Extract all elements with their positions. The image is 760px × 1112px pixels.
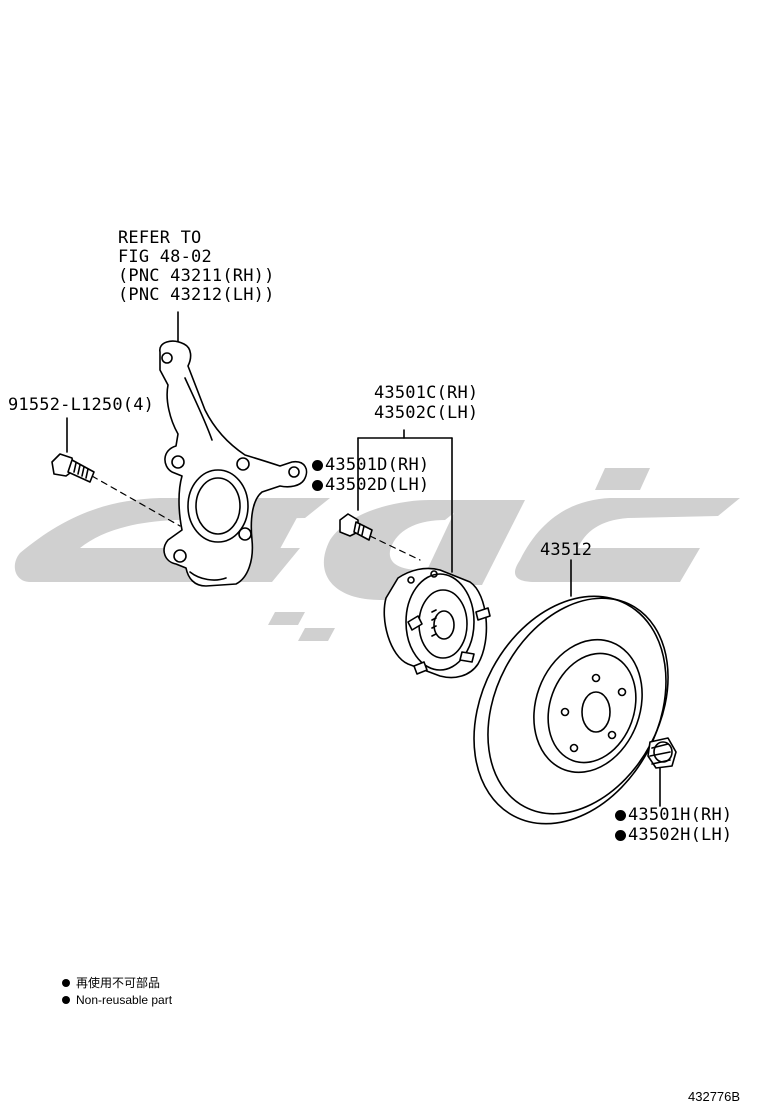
legend-en: Non-reusable part [62,993,172,1007]
legend-jp: 再使用不可部品 [62,976,160,990]
refer-line3: (PNC 43211(RH)) [118,266,275,286]
bolt-part-number: 91552-L1250(4) [8,395,155,415]
figure-id: 432776B [688,1089,741,1104]
bolt-icon [51,453,95,483]
hub-part-number-rh: 43501C(RH) [374,383,479,403]
disc-part-number: 43512 [540,540,593,560]
non-reusable-dot-icon [615,810,626,821]
brake-disc-icon [473,595,669,825]
non-reusable-dot-icon [615,830,626,841]
refer-line4: (PNC 43212(LH)) [118,285,275,305]
stud-lh-text: 43502D(LH) [325,475,430,495]
nut-lh-text: 43502H(LH) [628,825,733,845]
leader-lines [66,311,661,807]
legend-dot-icon [62,996,70,1004]
refer-line1: REFER TO [118,228,202,248]
refer-label: REFER TO FIG 48-02 (PNC 43211(RH)) (PNC … [118,229,275,305]
stud-rh-text: 43501D(RH) [325,455,430,475]
steering-knuckle-icon [159,340,308,587]
non-reusable-dot-icon [312,460,323,471]
hub-bearing-icon [383,567,491,679]
legend-jp-text: 再使用不可部品 [76,976,161,990]
nut-part-number-rh: 43501H(RH) [615,806,732,825]
alignment-lines [91,475,421,561]
stud-part-number-rh: 43501D(RH) [312,456,429,475]
nut-part-number-lh: 43502H(LH) [615,826,732,845]
legend-dot-icon [62,979,70,987]
hub-bolt-icon [339,513,373,541]
refer-line2: FIG 48-02 [118,247,212,267]
nut-rh-text: 43501H(RH) [628,805,733,825]
non-reusable-dot-icon [312,480,323,491]
legend-en-text: Non-reusable part [76,993,173,1007]
hub-nut-icon [647,737,677,769]
stud-part-number-lh: 43502D(LH) [312,476,429,495]
hub-part-number-lh: 43502C(LH) [374,403,479,423]
